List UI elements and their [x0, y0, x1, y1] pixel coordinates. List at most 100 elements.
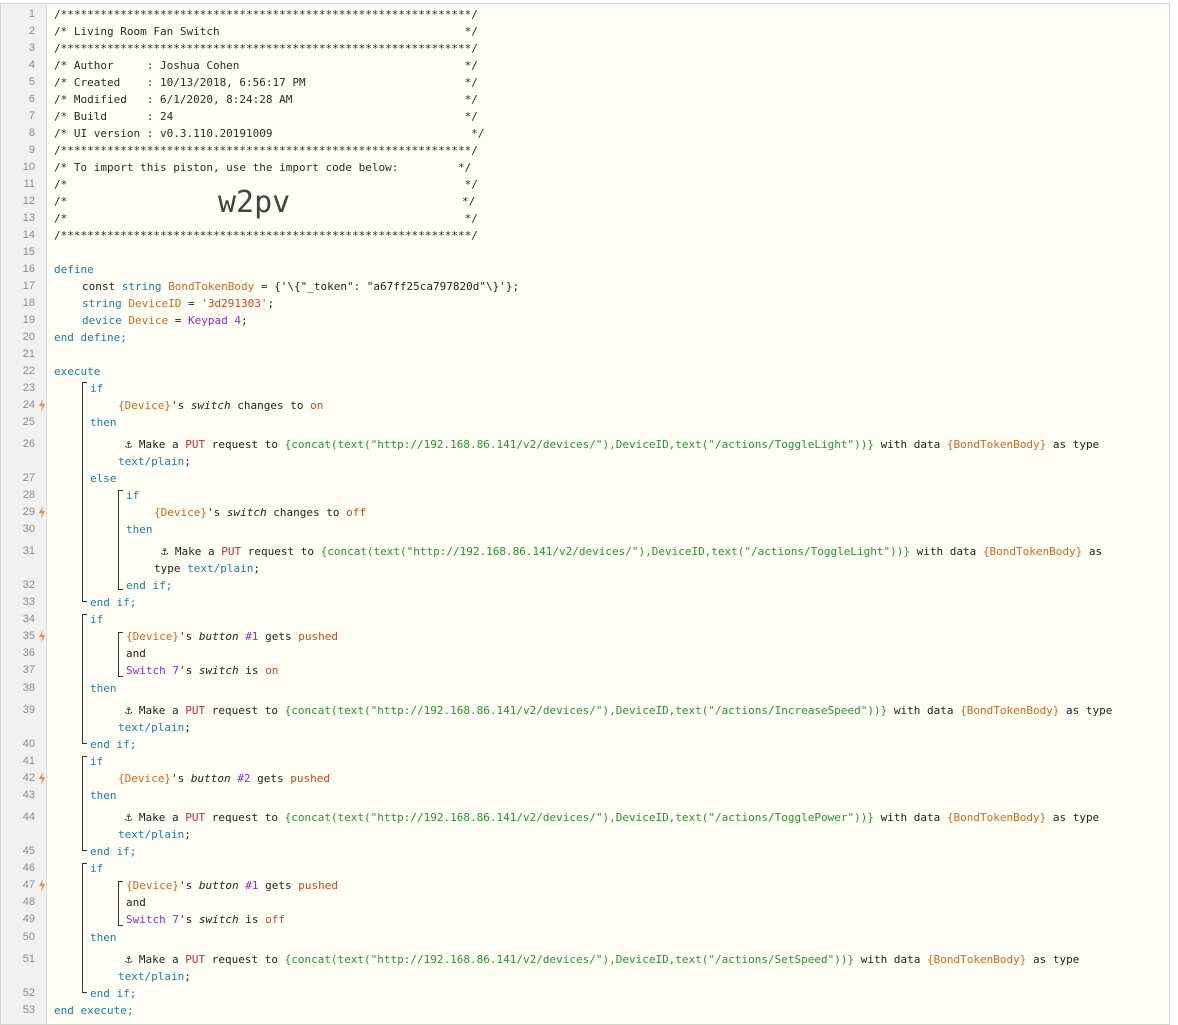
and-keyword[interactable]: and: [126, 896, 146, 909]
end-if-keyword[interactable]: end if;: [90, 738, 137, 751]
line-number: 53: [22, 1004, 35, 1016]
if-keyword[interactable]: if: [90, 755, 104, 768]
modified-line: /* Modified : 6/1/2020, 8:24:28 AM */: [54, 93, 478, 106]
text: type: [154, 562, 188, 575]
if-keyword[interactable]: if: [90, 862, 104, 875]
comment-suffix: */: [462, 195, 476, 208]
line-number: 33: [22, 596, 35, 608]
created-line: /* Created : 10/13/2018, 6:56:17 PM */: [54, 76, 478, 89]
button-number: #1: [245, 879, 259, 892]
semicolon: ;: [240, 314, 248, 327]
piston-title: /* Living Room Fan Switch */: [54, 25, 478, 38]
line-number: 5: [28, 76, 35, 88]
then-keyword[interactable]: then: [90, 682, 117, 695]
device-name: Switch 7: [126, 913, 179, 926]
if-bracket: [82, 863, 83, 993]
variable-declaration[interactable]: const string BondTokenBody = {'\{"_token…: [82, 278, 519, 295]
condition-group-bracket: [118, 881, 119, 926]
trigger-bolt-icon: [39, 506, 45, 519]
url-expression: {concat(text("http://192.168.86.141/v2/d…: [284, 953, 855, 966]
bracket-tick: [82, 382, 87, 383]
http-method: PUT: [185, 438, 206, 451]
end-if-keyword[interactable]: end if;: [126, 579, 173, 592]
text: Make a: [138, 704, 186, 717]
variable-declaration[interactable]: string DeviceID = '3d291303';: [82, 295, 274, 312]
http-request-statement[interactable]: ⚓ Make a PUT request to {concat(text("ht…: [125, 436, 1099, 453]
trigger-bolt-icon: [39, 399, 45, 412]
bracket-tick: [82, 992, 87, 993]
operator: changes to: [266, 506, 347, 519]
end-if-keyword[interactable]: end if;: [90, 845, 137, 858]
condition[interactable]: {Device}'s switch changes to off: [154, 504, 366, 521]
line-number: 52: [22, 987, 35, 999]
anchor-icon: ⚓: [125, 952, 133, 966]
condition[interactable]: Switch 7's switch is on: [126, 662, 278, 679]
http-request-statement[interactable]: ⚓ Make a PUT request to {concat(text("ht…: [125, 702, 1112, 719]
condition[interactable]: {Device}'s switch changes to on: [118, 397, 323, 414]
variable-declaration[interactable]: device Device = Keypad 4;: [82, 312, 248, 329]
http-request-statement[interactable]: ⚓ Make a PUT request to {concat(text("ht…: [161, 543, 1102, 560]
comment-border: /***************************************…: [54, 42, 478, 55]
condition[interactable]: {Device}'s button #1 gets pushed: [126, 628, 338, 645]
if-bracket: [82, 756, 83, 851]
text: request to: [205, 953, 285, 966]
semicolon: ;: [253, 562, 260, 575]
then-keyword[interactable]: then: [90, 931, 117, 944]
end-if-keyword[interactable]: end if;: [90, 987, 137, 1000]
http-request-statement[interactable]: ⚓ Make a PUT request to {concat(text("ht…: [125, 951, 1079, 968]
if-keyword[interactable]: if: [90, 613, 104, 626]
then-keyword[interactable]: then: [90, 416, 117, 429]
if-keyword[interactable]: if: [126, 489, 140, 502]
content-type: text/plain;: [118, 826, 191, 843]
anchor-icon: ⚓: [125, 703, 133, 717]
text: as type: [1046, 438, 1100, 451]
content-type-value: text/plain: [187, 562, 254, 575]
text: request to: [205, 438, 285, 451]
value: on: [310, 399, 324, 412]
line-number: 4: [28, 59, 35, 71]
trigger-bolt-icon: [39, 879, 45, 892]
condition[interactable]: {Device}'s button #1 gets pushed: [126, 877, 338, 894]
line-number: 43: [22, 789, 35, 801]
attribute: switch: [198, 913, 239, 926]
text: request to: [205, 704, 285, 717]
bracket-tick: [82, 756, 87, 757]
line-number: 27: [22, 472, 35, 484]
end-define-keyword[interactable]: end define;: [54, 331, 127, 344]
line-number: 1: [28, 8, 35, 20]
condition[interactable]: {Device}'s button #2 gets pushed: [118, 770, 330, 787]
end-execute-keyword[interactable]: end execute;: [54, 1004, 134, 1017]
variable-name: Device: [128, 314, 169, 327]
ui-version-line: /* UI version : v0.3.110.20191009 */: [54, 127, 485, 140]
line-number: 37: [22, 664, 35, 676]
possessive: 's: [178, 913, 199, 926]
line-number: 29: [22, 506, 35, 518]
else-keyword[interactable]: else: [90, 472, 117, 485]
device-variable: {Device}: [126, 630, 179, 643]
line-number: 21: [22, 348, 35, 360]
line-number: 9: [28, 144, 35, 156]
if-bracket: [118, 490, 119, 590]
variable-value: '3d291303': [201, 297, 268, 310]
import-code[interactable]: w2pv: [218, 185, 291, 220]
and-keyword[interactable]: and: [126, 647, 146, 660]
line-number: 41: [22, 755, 35, 767]
then-keyword[interactable]: then: [126, 523, 153, 536]
define-keyword[interactable]: define: [54, 263, 94, 276]
line-number: 31: [22, 545, 35, 557]
if-keyword[interactable]: if: [90, 382, 104, 395]
line-number: 35: [22, 630, 35, 642]
end-if-keyword[interactable]: end if;: [90, 596, 137, 609]
line-number: 39: [22, 704, 35, 716]
build-line: /* Build : 24 */: [54, 110, 478, 123]
execute-keyword[interactable]: execute: [54, 365, 101, 378]
line-number: 40: [22, 738, 35, 750]
line-number: 12: [22, 195, 35, 207]
value: pushed: [298, 630, 338, 643]
then-keyword[interactable]: then: [90, 789, 117, 802]
semicolon: ;: [512, 280, 520, 293]
line-number: 26: [22, 438, 35, 450]
line-number: 47: [22, 879, 35, 891]
http-request-statement[interactable]: ⚓ Make a PUT request to {concat(text("ht…: [125, 809, 1099, 826]
condition[interactable]: Switch 7's switch is off: [126, 911, 285, 928]
